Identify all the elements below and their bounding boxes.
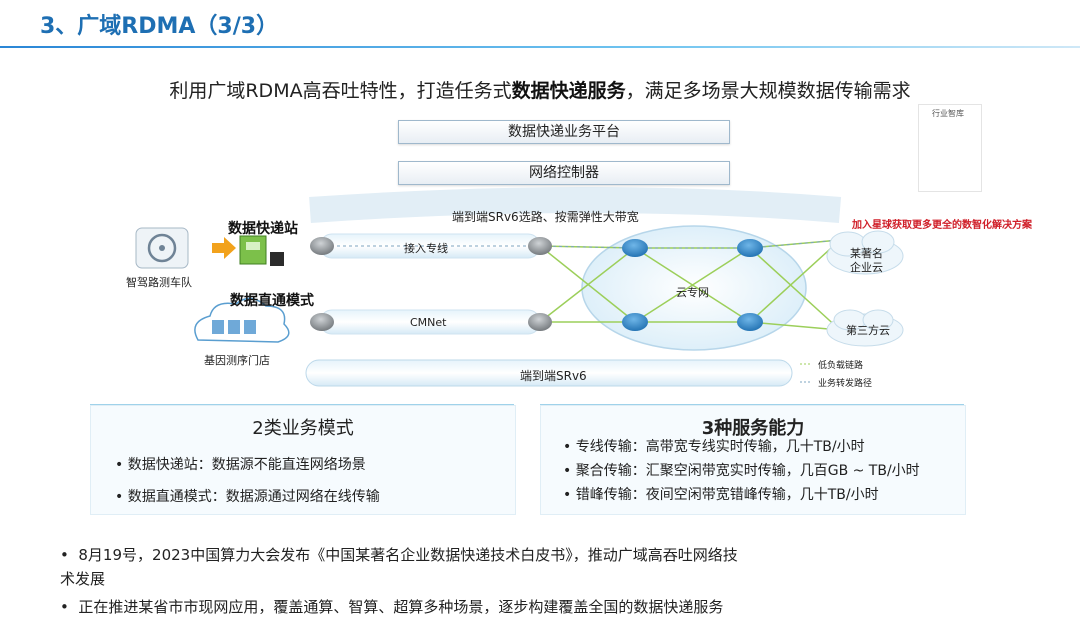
cloud-net-label: 云专网 — [676, 286, 709, 299]
service-capabilities-panel: 3种服务能力 • 专线传输：高带宽专线实时传输，几十TB/小时 • 聚合传输：汇… — [540, 405, 966, 515]
capability-item: • 专线传输：高带宽专线实时传输，几十TB/小时 — [563, 439, 865, 455]
srv6-bottom-label: 端到端SRv6 — [520, 369, 587, 383]
access-line-label: 接入专线 — [404, 242, 448, 255]
controller-bar: 网络控制器 — [398, 161, 730, 185]
arrow-icon — [212, 237, 236, 259]
platform-bar: 数据快递业务平台 — [398, 120, 730, 144]
subtitle-pre: 利用广域RDMA高吞吐特性，打造任务式 — [169, 80, 512, 102]
router-group — [310, 237, 763, 331]
bullet-1-cont: 术发展 — [60, 570, 106, 588]
enterprise-cloud-label-1: 某著名 — [850, 247, 883, 260]
direct-mode-label: 数据直通模式 — [230, 293, 314, 309]
third-party-cloud-shape — [826, 309, 904, 347]
slide-subtitle: 利用广域RDMA高吞吐特性，打造任务式数据快递服务，满足多场景大规模数据传输需求 — [0, 76, 1080, 103]
third-party-cloud-label: 第三方云 — [846, 324, 890, 337]
enterprise-cloud-label-2: 企业云 — [850, 261, 883, 274]
business-mode-item: • 数据快递站：数据源不能直连网络场景 — [115, 457, 366, 473]
capability-item: • 聚合传输：汇聚空闲带宽实时传输，几百GB ~ TB/小时 — [563, 463, 920, 479]
bullet-1: • 8月19号，2023中国算力大会发布《中国某著名企业数据快递技术白皮书》，推… — [60, 546, 738, 564]
subtitle-bold: 数据快递服务 — [511, 80, 626, 102]
express-station-label: 数据快递站 — [228, 221, 298, 237]
slide-title: 3、广域RDMA（3/3） — [40, 14, 279, 39]
title-divider — [0, 46, 1080, 48]
srv6-top-pipe — [309, 187, 842, 223]
legend-forward: 业务转发路径 — [818, 379, 873, 389]
qr-top-label: 行业智库 — [932, 109, 964, 118]
legend-low-load: 低负载链路 — [818, 361, 864, 371]
store-label: 基因测序门店 — [204, 354, 270, 367]
bullet-2: • 正在推进某省市市现网应用，覆盖通算、智算、超算多种场景，逐步构建覆盖全国的数… — [60, 598, 724, 616]
srv6-bottom-pipe — [305, 359, 793, 387]
srv6-top-label: 端到端SRv6选路、按需弹性大带宽 — [452, 210, 639, 224]
business-mode-item: • 数据直通模式：数据源通过网络在线传输 — [115, 489, 380, 505]
server-icon — [212, 320, 256, 334]
promo-note: 加入星球获取更多更全的数智化解决方案 — [852, 220, 1032, 231]
capability-item: • 错峰传输：夜间空闲带宽错峰传输，几十TB/小时 — [563, 487, 879, 503]
enterprise-cloud-shape — [826, 230, 904, 275]
business-modes-title: 2类业务模式 — [252, 418, 354, 439]
business-modes-panel: 2类业务模式 • 数据快递站：数据源不能直连网络场景 • 数据直通模式：数据源通… — [90, 405, 516, 515]
cmnet-label: CMNet — [410, 316, 447, 329]
qr-code-box[interactable] — [918, 104, 982, 192]
subtitle-post: ，满足多场景大规模数据传输需求 — [625, 80, 911, 102]
fleet-label: 智驾路测车队 — [126, 276, 192, 289]
service-capabilities-title: 3种服务能力 — [701, 418, 805, 439]
